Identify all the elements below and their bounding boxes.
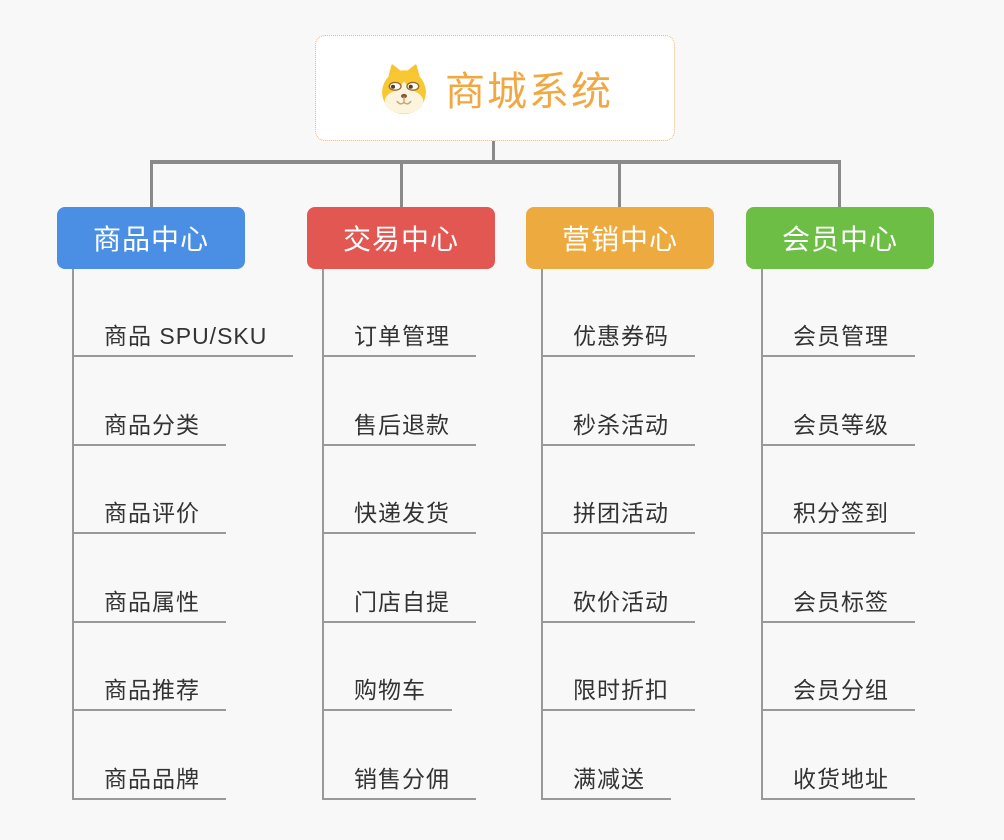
leaf-node[interactable]: 砍价活动 <box>541 581 695 623</box>
leaf-node[interactable]: 销售分佣 <box>322 758 476 800</box>
branch-node-marketing-center[interactable]: 营销中心 <box>526 207 714 269</box>
connector-branch-stub <box>838 163 841 207</box>
branch-node-member-center[interactable]: 会员中心 <box>746 207 934 269</box>
branch-label: 营销中心 <box>561 224 678 255</box>
leaf-node[interactable]: 拼团活动 <box>541 492 695 534</box>
leaf-node[interactable]: 售后退款 <box>322 404 476 446</box>
connector-root-stub <box>492 141 495 164</box>
leaf-node[interactable]: 门店自提 <box>322 581 476 623</box>
leaf-node[interactable]: 收货地址 <box>761 758 915 800</box>
connector-branch-stub <box>400 163 403 207</box>
leaf-node[interactable]: 快递发货 <box>322 492 476 534</box>
branch-trunk-line <box>322 269 324 800</box>
leaf-node[interactable]: 商品属性 <box>72 581 226 623</box>
root-node[interactable]: 商城系统 <box>315 35 675 141</box>
root-title: 商城系统 <box>445 70 613 114</box>
connector-branch-stub <box>618 163 621 207</box>
leaf-node[interactable]: 订单管理 <box>322 315 476 357</box>
leaf-node[interactable]: 会员分组 <box>761 669 915 711</box>
branch-node-product-center[interactable]: 商品中心 <box>57 207 245 269</box>
connector-branch-stub <box>150 163 153 207</box>
leaf-node[interactable]: 会员标签 <box>761 581 915 623</box>
leaf-node[interactable]: 商品推荐 <box>72 669 226 711</box>
leaf-node[interactable]: 限时折扣 <box>541 669 695 711</box>
dog-face-icon <box>382 64 426 115</box>
branch-trunk-line <box>541 269 543 800</box>
leaf-node[interactable]: 购物车 <box>322 669 452 711</box>
connector-bus <box>150 160 841 164</box>
branch-label: 会员中心 <box>781 224 898 255</box>
leaf-node[interactable]: 商品品牌 <box>72 758 226 800</box>
leaf-node[interactable]: 商品分类 <box>72 404 226 446</box>
leaf-node[interactable]: 秒杀活动 <box>541 404 695 446</box>
branch-label: 商品中心 <box>92 224 209 255</box>
branch-trunk-line <box>72 269 74 800</box>
leaf-node[interactable]: 优惠券码 <box>541 315 695 357</box>
leaf-node[interactable]: 会员管理 <box>761 315 915 357</box>
branch-label: 交易中心 <box>342 224 459 255</box>
leaf-node[interactable]: 会员等级 <box>761 404 915 446</box>
leaf-node[interactable]: 商品评价 <box>72 492 226 534</box>
leaf-node[interactable]: 满减送 <box>541 758 671 800</box>
branch-node-trade-center[interactable]: 交易中心 <box>307 207 495 269</box>
leaf-node[interactable]: 商品 SPU/SKU <box>72 315 294 357</box>
branch-trunk-line <box>761 269 763 800</box>
leaf-node[interactable]: 积分签到 <box>761 492 915 534</box>
